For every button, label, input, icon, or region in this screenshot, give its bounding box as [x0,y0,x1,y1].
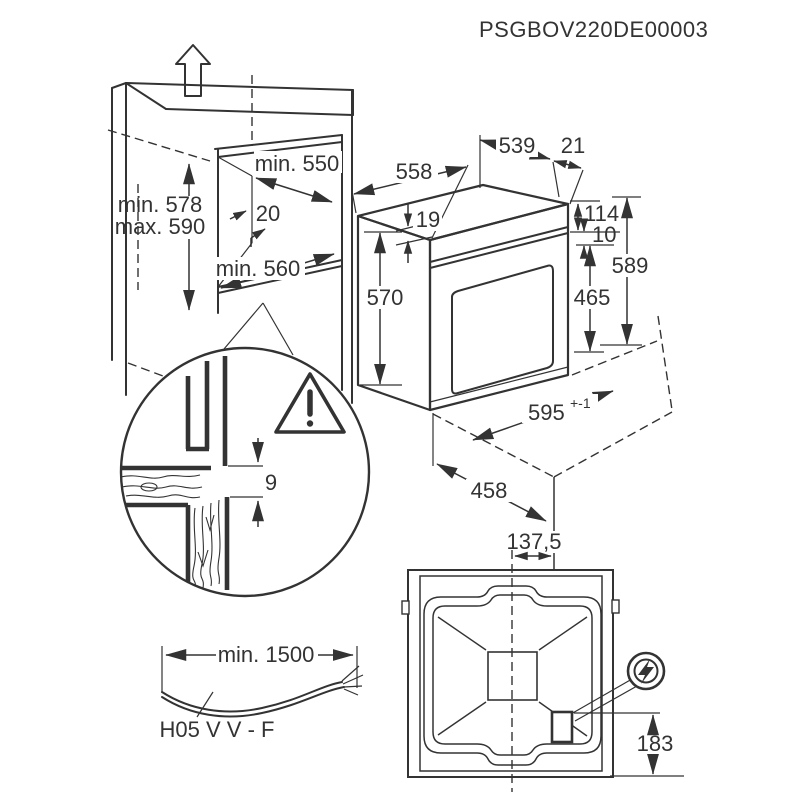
dim-niche-height-min: min. 578 [118,192,202,217]
mount-tab-right [611,599,620,614]
title-block: PSGBOV220DE00003 [479,17,708,42]
dim-bottom-depth: 458 [471,478,508,503]
dim-small-gap: 10 [592,222,616,247]
dim-overhang: 21 [561,133,585,158]
dim-oven-depth: 558 [396,159,433,184]
cable-type-label: H05 V V - F [160,717,275,742]
mount-tab-left [401,600,410,615]
dim-niche-width: min. 560 [216,256,300,281]
cabinet-drawing: min. 578 max. 590 min. 550 20 min. 560 [107,44,354,404]
dim-connection-offset-x: 137,5 [506,529,561,554]
dim-total-height: 589 [612,253,649,278]
warning-icon [274,372,346,434]
up-arrow-icon [175,44,211,97]
dim-top-clearance: 19 [416,207,440,232]
dim-cable-length: min. 1500 [218,642,315,667]
dim-front-width-tolerance: +-1 [570,395,591,411]
dim-connection-offset-y: 183 [637,731,674,756]
dim-niche-depth: min. 550 [255,151,339,176]
dim-panel-height: 114 [584,201,619,226]
dim-door-height: 465 [574,285,611,310]
detail-circle-drawing: 9 [119,346,371,598]
dim-niche-height-max: max. 590 [115,214,206,239]
rear-view-drawing: 137,5 183 [401,529,684,792]
electric-icon [626,651,666,691]
dim-front-width: 595 [528,400,565,425]
drawing-code: PSGBOV220DE00003 [479,17,708,42]
oven-drawing: 558 539 21 19 114 10 465 589 [351,133,673,712]
dim-top-width: 539 [499,133,536,158]
dim-bracket-gap: 9 [265,470,277,495]
terminal-box [550,710,574,744]
dim-rear-gap: 20 [256,201,280,226]
dim-body-height: 570 [367,285,404,310]
cable-drawing: min. 1500 H05 V V - F [160,642,364,742]
